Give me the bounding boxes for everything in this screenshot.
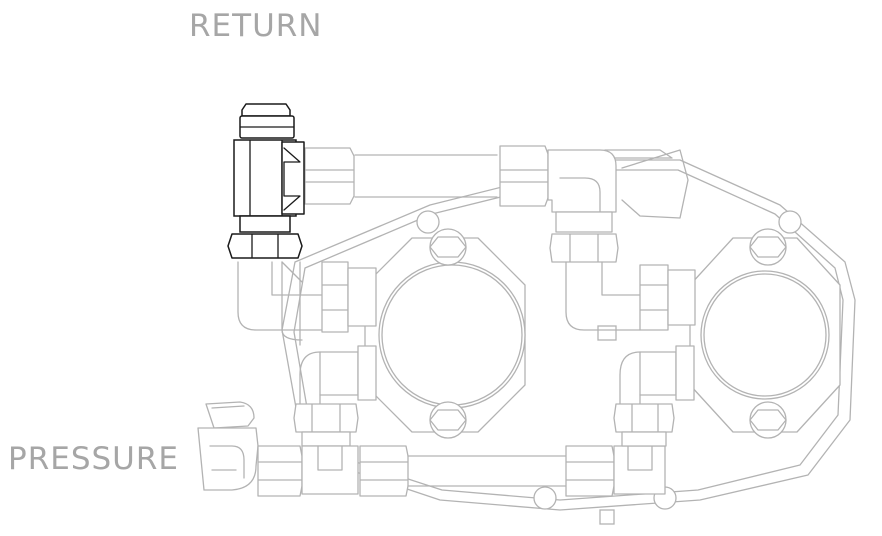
lower-left-elbows xyxy=(293,345,377,447)
housing-boss-bottom xyxy=(533,486,557,510)
pump-left-top-bolt xyxy=(429,228,467,266)
lower-right-elbows xyxy=(613,345,695,447)
bottom-plug xyxy=(599,509,615,525)
pump-right-bottom-bolt xyxy=(749,401,787,439)
drain-plug xyxy=(597,325,617,341)
pump-right-body xyxy=(700,270,830,400)
pump-right-inlet xyxy=(639,264,696,331)
return-tee-fitting xyxy=(227,103,305,259)
pump-left xyxy=(364,228,526,439)
pump-left-bottom-bolt xyxy=(429,401,467,439)
housing-boss-left-top xyxy=(416,210,440,234)
pump-right-top-bolt xyxy=(749,228,787,266)
pressure-label: PRESSURE xyxy=(8,441,179,477)
return-label: RETURN xyxy=(189,8,323,44)
housing-boss-right-top xyxy=(778,210,802,234)
pressure-line xyxy=(197,401,666,497)
pump-left-body xyxy=(378,261,526,409)
pump-left-inlet xyxy=(237,261,377,346)
return-line xyxy=(304,145,689,331)
pump-right xyxy=(689,228,841,439)
